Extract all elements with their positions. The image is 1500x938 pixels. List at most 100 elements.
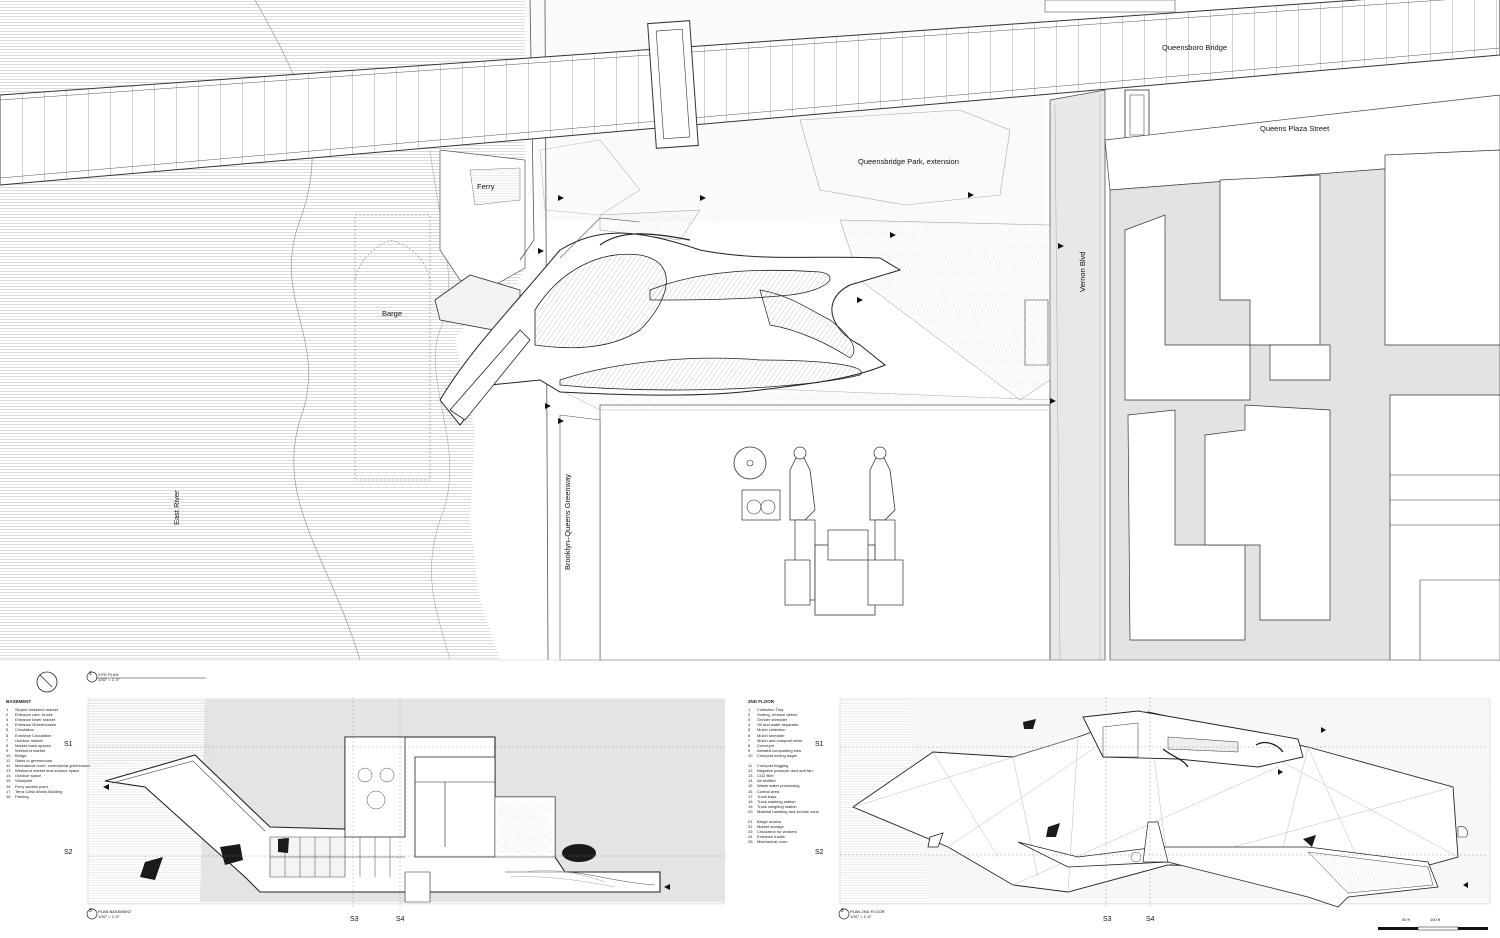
legend-number: 10 — [6, 752, 11, 758]
legend-number: 14 — [6, 773, 11, 779]
legend-text: Compost mixing auger — [757, 752, 798, 758]
legend-text: Aerated composting bins — [757, 747, 802, 753]
legend-text: Material handling and service zone — [757, 808, 819, 814]
legend-number: 11 — [748, 763, 753, 769]
label-vernon-blvd: Vernon Blvd — [1078, 251, 1087, 292]
site-plan-title-name: SITE PLAN — [98, 672, 119, 677]
legend-number: 16 — [748, 788, 753, 794]
legend-text: Mulch collection — [757, 727, 786, 733]
entrance-arrows — [538, 192, 1064, 424]
vernon-blvd — [1049, 89, 1106, 661]
second-title-badge — [838, 908, 850, 920]
label-ferry: Ferry — [477, 182, 495, 191]
site-title-line — [96, 677, 206, 679]
scale-bar — [1378, 926, 1488, 931]
legend-item: 16 Control area — [748, 789, 819, 794]
legend-number: 11 — [6, 758, 11, 764]
basement-title: PLAN BASEMENT 1/32" = 1'-0" — [98, 909, 132, 919]
legend-text: Control area — [757, 788, 780, 794]
queensboro-bridge — [0, 0, 1500, 186]
legend-text: Negative pressure duct and fan — [757, 768, 813, 774]
legend-text: Outdoor market — [15, 737, 43, 743]
legend-text: Sorting, remove debris — [757, 712, 798, 718]
main-building — [434, 217, 902, 426]
legend-text: Terra Cotta Works Building — [15, 788, 63, 794]
ferry-pier — [439, 149, 526, 286]
legend-text: Bridge — [15, 752, 27, 758]
legend-text: Mechanical room — [757, 839, 788, 845]
legend-number: 23 — [748, 829, 753, 835]
legend-item: 25 Mechanical room — [748, 839, 819, 844]
legend-number: 3 — [748, 717, 751, 723]
legend-number: 12 — [6, 763, 11, 769]
north-arrow — [36, 671, 58, 693]
label-east-river: East River — [172, 490, 181, 525]
legend-number: 6 — [748, 732, 751, 738]
basement-legend-heading: BASEMENT — [6, 699, 32, 704]
legend-text: Weekend market and outdoor space — [15, 768, 80, 774]
legend-text: Mechanical room, commercial greenhouse — [15, 763, 91, 769]
second-title-name: PLAN 2ND FLOOR — [850, 909, 885, 914]
site-title-badge — [86, 671, 98, 683]
legend-text: CO2 filter — [757, 773, 774, 779]
legend-text: Air biofilter — [757, 778, 776, 784]
second-title: PLAN 2ND FLOOR 1/32" = 1'-0" — [850, 909, 884, 919]
second-floor-plan — [839, 697, 1491, 908]
legend-number: 18 — [748, 798, 753, 804]
second-title-scale: 1/32" = 1'-0" — [850, 914, 872, 919]
second-floor-legend-heading: 2ND FLOOR — [748, 699, 775, 704]
legend-number: 9 — [748, 747, 751, 753]
legend-text: Truck bays — [757, 793, 777, 799]
legend-number: 2 — [748, 712, 751, 718]
site-plan-title: SITE PLAN 1/32" = 1'-0" — [98, 672, 120, 682]
legend-text: Outdoor space — [15, 773, 42, 779]
legend-number: 7 — [748, 737, 751, 743]
legend-number: 3 — [6, 717, 9, 723]
second-section-s3: S3 — [1103, 916, 1112, 923]
legend-text: Truck weighing station — [757, 803, 797, 809]
legend-item: 10 Compost mixing auger — [748, 753, 819, 758]
legend-number: 7 — [6, 737, 9, 743]
legend-number: 6 — [6, 732, 9, 738]
label-queensbridge-park: Queensbridge Park, extension — [858, 157, 959, 166]
legend-item: 15 Viewpoint — [6, 778, 90, 783]
legend-item: 14 Outdoor space — [6, 773, 90, 778]
legend-item: 5 Mulch collection — [748, 727, 819, 732]
legend-text: Circulation for workers — [757, 829, 797, 835]
legend-number: 5 — [748, 727, 751, 733]
legend-number: 4 — [6, 722, 9, 728]
legend-number: 13 — [6, 768, 11, 774]
second-section-s1: S1 — [815, 741, 824, 748]
legend-text: Stairs to greenhouse — [15, 758, 52, 764]
legend-text: Entrance cars, trucks — [15, 712, 53, 718]
legend-item: 2 Sorting, remove debris — [748, 712, 819, 717]
basement-section-s2: S2 — [64, 849, 73, 856]
legend-number: 10 — [748, 752, 753, 758]
legend-item: 4 Entrance Greenhouses — [6, 722, 90, 727]
legend-number: 15 — [6, 778, 11, 784]
label-queens-plaza-street: Queens Plaza Street — [1260, 124, 1330, 133]
legend-number: 25 — [748, 839, 753, 845]
legend-text: Viewpoint — [15, 778, 33, 784]
scale-label-50: 50 ft — [1402, 917, 1410, 922]
site-plan-title-scale: 1/32" = 1'-0" — [98, 677, 120, 682]
basement-title-scale: 1/32" = 1'-0" — [98, 914, 120, 919]
label-barge: Barge — [382, 309, 403, 318]
legend-text: Entrance Greenhouses — [15, 722, 57, 728]
legend-text: Barge access — [757, 818, 782, 824]
